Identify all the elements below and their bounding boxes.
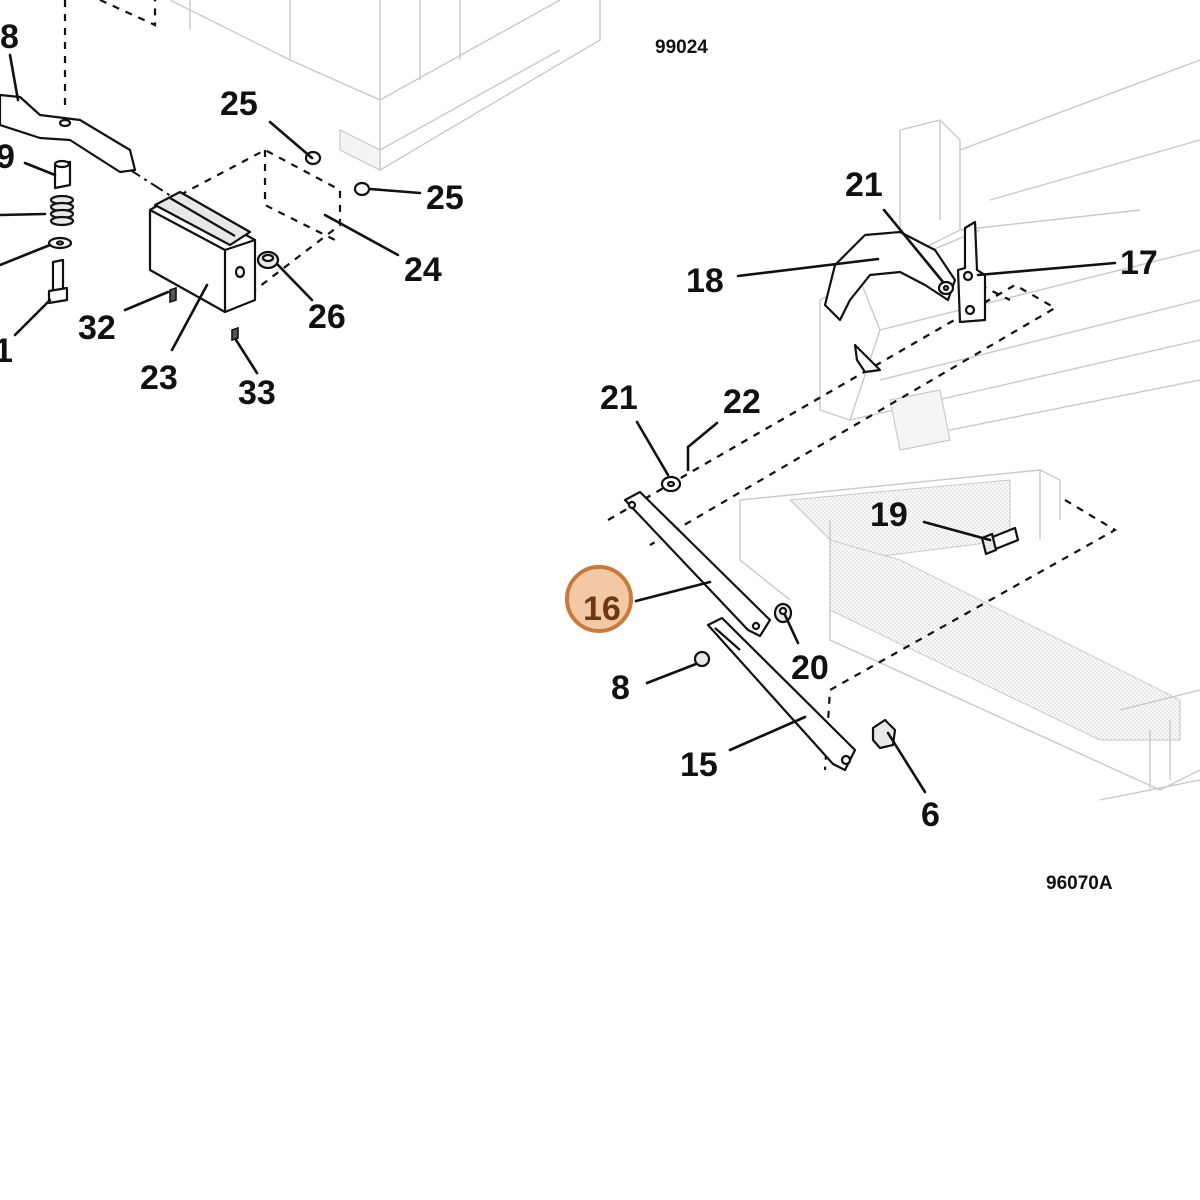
bar-15 — [706, 616, 857, 772]
callout-8-top: 8 — [0, 18, 19, 56]
callout-26: 26 — [308, 298, 346, 336]
pin-part — [53, 159, 72, 190]
bracket-17 — [956, 220, 987, 324]
bolt-part-left — [47, 258, 69, 305]
callout-21-mid: 21 — [600, 379, 638, 417]
callout-32: 32 — [78, 309, 116, 347]
callout-9: 9 — [0, 138, 15, 176]
callout-23: 23 — [140, 359, 178, 397]
callout-25-b: 25 — [426, 179, 464, 217]
bar-16 — [623, 490, 772, 638]
callout-25-a: 25 — [220, 85, 258, 123]
washer-part-left — [47, 236, 73, 250]
reference-code-upper: 99024 — [655, 37, 708, 58]
background-frame-upper — [169, 0, 601, 172]
nut-8 — [693, 650, 711, 668]
callout-17: 17 — [1120, 244, 1158, 282]
callout-labels: 8 9 1 25 25 24 26 32 23 33 21 18 17 21 2… — [0, 18, 1158, 834]
callout-16: 16 — [583, 590, 621, 628]
nut-6 — [871, 718, 897, 750]
washer-21-mid — [660, 475, 682, 493]
callout-8-mid: 8 — [611, 669, 630, 707]
callout-33: 33 — [238, 374, 276, 412]
small-screw-33 — [231, 326, 239, 342]
leader-lines — [0, 53, 1117, 794]
callout-24: 24 — [404, 251, 442, 289]
callout-21-top: 21 — [845, 166, 883, 204]
callout-15: 15 — [680, 746, 718, 784]
callout-18: 18 — [686, 262, 724, 300]
callout-19: 19 — [870, 496, 908, 534]
callout-22: 22 — [723, 383, 761, 421]
screw-19 — [980, 526, 1020, 556]
callout-20: 20 — [791, 649, 829, 687]
callout-1-left: 1 — [0, 332, 13, 370]
callout-6: 6 — [921, 796, 940, 834]
grommet-part — [256, 250, 280, 270]
highlighted-callout-16[interactable]: 16 — [565, 565, 633, 633]
spring-part — [49, 194, 75, 227]
background-frame-right — [739, 59, 1200, 801]
small-screw-32 — [169, 286, 177, 304]
reference-code-lower: 96070A — [1046, 873, 1113, 894]
bracket-18 — [823, 230, 957, 374]
highlight-circle — [565, 565, 633, 633]
mounting-strap-part — [0, 93, 137, 174]
clip-25b — [353, 181, 371, 197]
washer-21-top — [937, 280, 955, 296]
nut-20 — [773, 602, 793, 624]
